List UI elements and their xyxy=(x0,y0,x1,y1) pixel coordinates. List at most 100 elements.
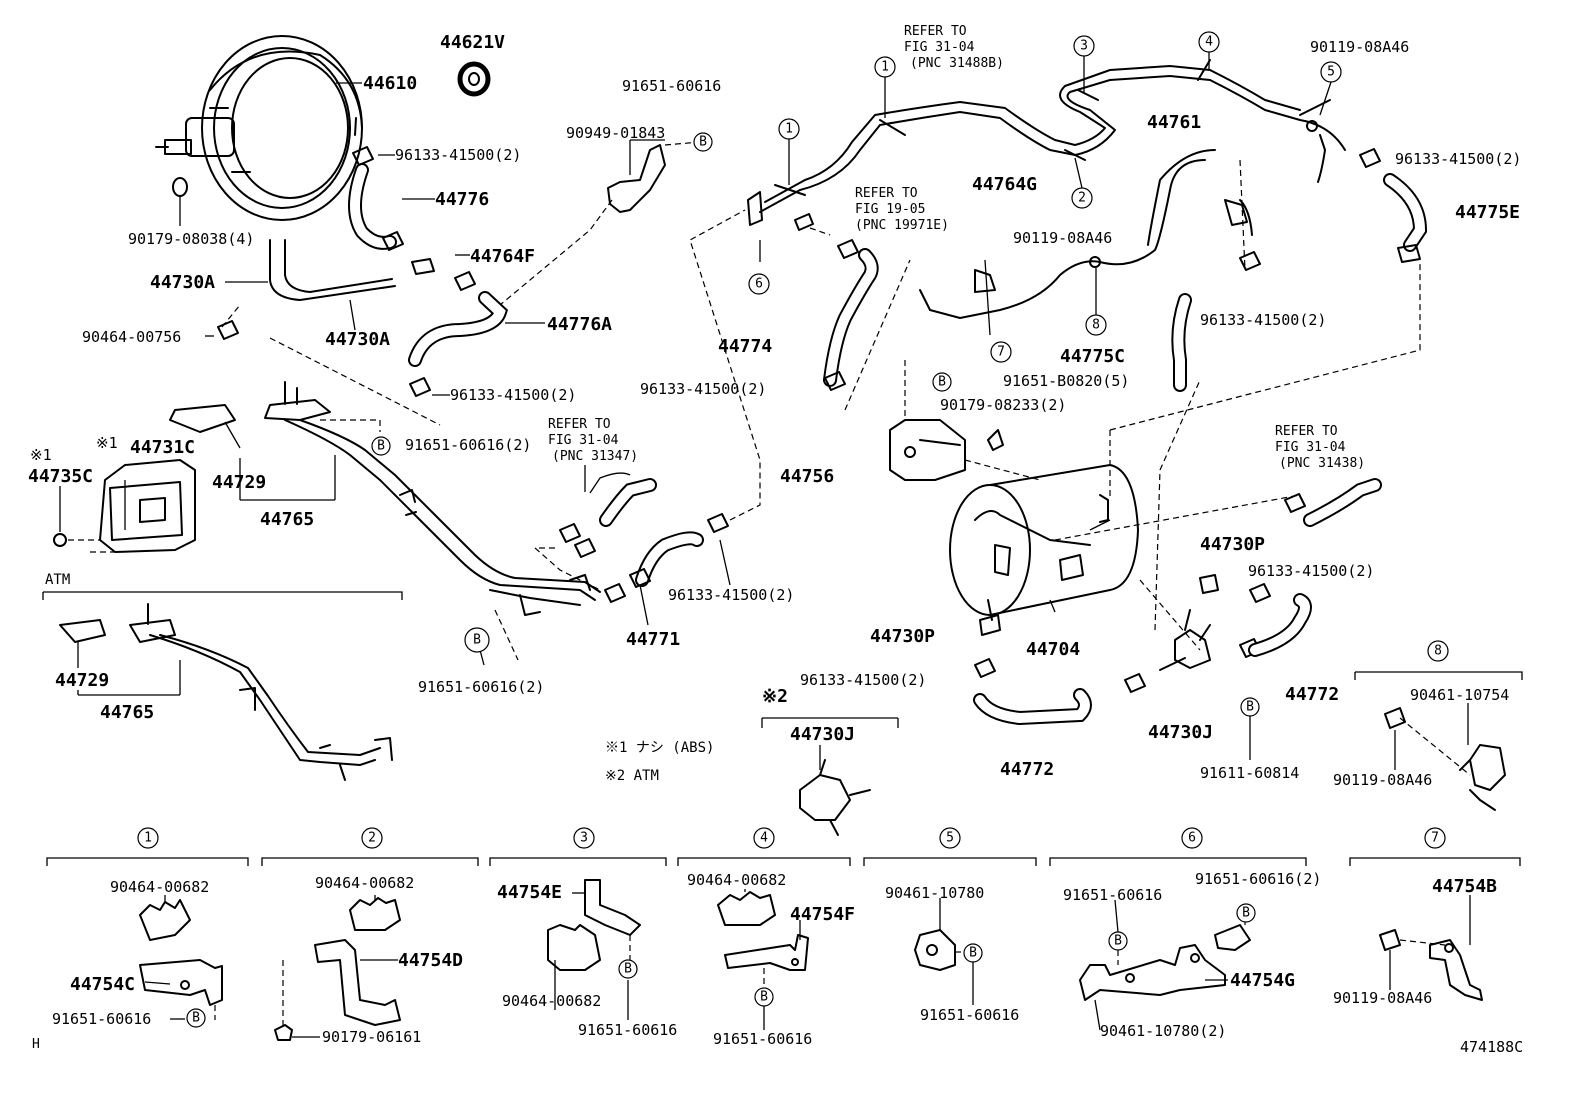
svg-text:3: 3 xyxy=(1080,39,1088,54)
footnote-2: ※2 ATM xyxy=(605,768,659,784)
d6-label-c: 44754G xyxy=(1230,970,1295,991)
d1-label-b: 44754C xyxy=(70,974,135,995)
b-marker: B xyxy=(963,943,983,963)
refer-4-line2: FIG 31-04 xyxy=(1275,440,1346,455)
svg-text:B: B xyxy=(1246,700,1254,715)
label-91651-60616-c: 91651-60616(2) xyxy=(418,678,544,696)
detail-labels: 1 2 3 4 5 6 7 90464-00682 44754C 91651-6… xyxy=(52,827,1497,1048)
d4-label-c: 91651-60616 xyxy=(713,1030,812,1048)
svg-text:4: 4 xyxy=(760,831,768,846)
svg-text:8: 8 xyxy=(1092,318,1100,333)
svg-text:B: B xyxy=(938,375,946,390)
refer-3-line1: REFER TO xyxy=(548,417,611,432)
svg-text:1: 1 xyxy=(785,122,793,137)
pipe-44765-drawing xyxy=(264,381,601,616)
svg-text:6: 6 xyxy=(755,277,763,292)
label-44776A: 44776A xyxy=(547,314,612,335)
detail-7-drawing xyxy=(1379,895,1483,1001)
d3-label-c: 91651-60616 xyxy=(578,1021,677,1039)
label-44756: 44756 xyxy=(780,466,834,487)
detail-5-drawing xyxy=(914,898,974,1005)
detail-6-number: 6 xyxy=(1181,827,1203,849)
callout-7: 7 xyxy=(990,341,1012,363)
label-44729-1: 44729 xyxy=(212,472,266,493)
svg-text:B: B xyxy=(192,1011,200,1026)
label-96133-41500-d: 96133-41500(2) xyxy=(640,380,766,398)
hose-44776A-drawing xyxy=(408,291,508,367)
numbered-callouts: 1 1 3 4 5 2 6 7 8 8 xyxy=(748,31,1449,662)
callout-1b: 1 xyxy=(778,118,800,185)
svg-text:1: 1 xyxy=(144,831,152,846)
label-96133-41500-f: 96133-41500(2) xyxy=(1200,311,1326,329)
b-marker: B xyxy=(1236,903,1256,923)
callout-1a: 1 xyxy=(874,56,896,118)
pipe-44764G-drawing xyxy=(747,59,1346,226)
d3-label-b: 90464-00682 xyxy=(502,992,601,1010)
refer-2-line3: (PNC 19971E) xyxy=(855,218,949,233)
svg-text:B: B xyxy=(969,946,977,961)
d7-label-a: 44754B xyxy=(1432,876,1497,897)
svg-text:B: B xyxy=(1242,906,1250,921)
d3-label-a: 44754E xyxy=(497,882,562,903)
refer-1-line2: FIG 31-04 xyxy=(904,40,975,55)
svg-text:2: 2 xyxy=(368,831,376,846)
hose-44775E-drawing xyxy=(1359,148,1428,263)
drawing-id: 474188C xyxy=(1460,1038,1523,1056)
label-96133-41500-b: 96133-41500(2) xyxy=(450,386,576,404)
refer-3-line3: (PNC 31347) xyxy=(552,449,638,464)
detail-8-drawing xyxy=(1354,671,1523,811)
label-44775E: 44775E xyxy=(1455,202,1520,223)
label-44735C: 44735C xyxy=(28,466,93,487)
b-marker: B xyxy=(371,436,391,456)
label-mark-star2: ※2 xyxy=(762,686,788,707)
label-44731C: 44731C xyxy=(130,437,195,458)
label-90119-08A46-a: 90119-08A46 xyxy=(1310,38,1409,56)
b-marker: B xyxy=(464,627,490,653)
label-44765-1: 44765 xyxy=(260,509,314,530)
refer-2-line1: REFER TO xyxy=(855,186,918,201)
label-44774: 44774 xyxy=(718,336,772,357)
svg-text:7: 7 xyxy=(1431,831,1439,846)
svg-text:7: 7 xyxy=(997,345,1005,360)
d2-label-b: 44754D xyxy=(398,950,463,971)
label-44729-2: 44729 xyxy=(55,670,109,691)
svg-text:8: 8 xyxy=(1434,644,1442,659)
callout-6: 6 xyxy=(748,273,770,295)
b-marker: B xyxy=(186,1008,206,1028)
detail-brackets xyxy=(46,857,1521,866)
d1-label-a: 90464-00682 xyxy=(110,878,209,896)
label-44775C: 44775C xyxy=(1060,346,1125,367)
label-44772-2: 44772 xyxy=(1000,759,1054,780)
grommet-44621V-drawing xyxy=(457,61,491,97)
part-labels: 44621V 44610 96133-41500(2) 90179-08038(… xyxy=(28,32,1523,1056)
b-marker: B xyxy=(754,987,774,1007)
svg-text:B: B xyxy=(377,439,385,454)
detail-1-drawing xyxy=(139,895,223,1020)
svg-text:B: B xyxy=(760,990,768,1005)
hose-44774-drawing xyxy=(759,213,911,411)
label-44730P-2: 44730P xyxy=(870,626,935,647)
d4-label-b: 44754F xyxy=(790,904,855,925)
hose-44771-drawing xyxy=(533,209,761,626)
vsv-44730J-drawing xyxy=(761,717,899,836)
callout-5: 5 xyxy=(1319,61,1342,116)
d4-label-a: 90464-00682 xyxy=(687,871,786,889)
label-90179-08038: 90179-08038(4) xyxy=(128,230,254,248)
label-44621V: 44621V xyxy=(440,32,505,53)
svg-text:B: B xyxy=(473,633,481,648)
d6-label-d: 90461-10780(2) xyxy=(1100,1022,1226,1040)
label-mark-star1-b: ※1 xyxy=(30,446,52,464)
refer-2-line2: FIG 19-05 xyxy=(855,202,925,217)
refer-4-line1: REFER TO xyxy=(1275,424,1338,439)
refer-4-line3: (PNC 31438) xyxy=(1279,456,1365,471)
small-clamps-drawing xyxy=(172,146,476,397)
bracket-44729-drawing xyxy=(169,404,236,433)
label-44730P-1: 44730P xyxy=(1200,534,1265,555)
detail-3-number: 3 xyxy=(573,827,595,849)
detail-4-number: 4 xyxy=(753,827,775,849)
label-mark-star1-a: ※1 xyxy=(96,434,118,452)
d2-label-c: 90179-06161 xyxy=(322,1028,421,1046)
refer-3-line2: FIG 31-04 xyxy=(548,433,619,448)
callout-2: 2 xyxy=(1071,157,1093,209)
